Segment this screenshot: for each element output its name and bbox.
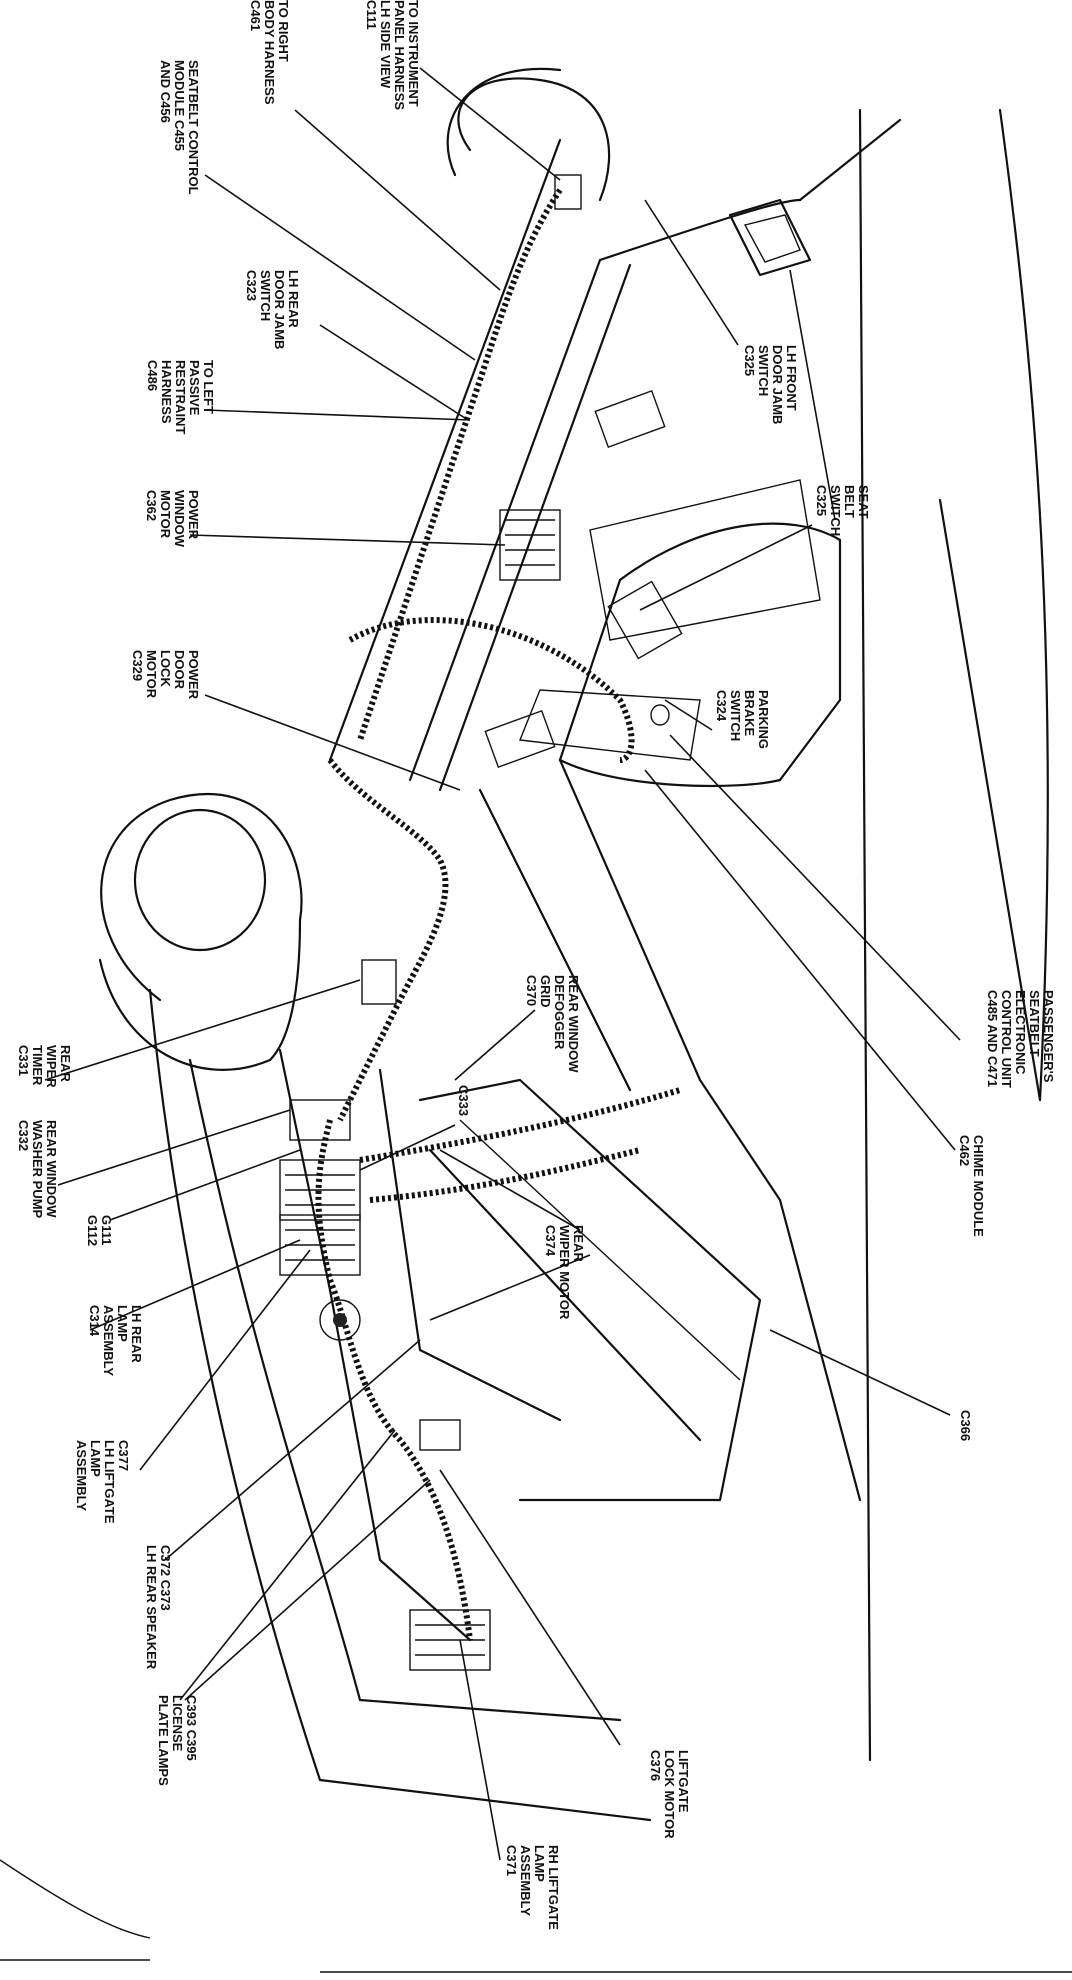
connector-c111 <box>554 174 582 210</box>
label-seat-belt-switch: SEAT BELT SWITCH C325 <box>814 485 871 537</box>
label-power-door-lock-motor: POWER DOOR LOCK MOTOR C329 <box>130 650 201 700</box>
label-g111-g112: G111 G112 <box>85 1215 114 1247</box>
rear-wiper-timer-shape <box>361 959 397 1005</box>
page-edge-marks <box>0 1859 1072 1973</box>
washer-pump-shape <box>289 1099 351 1141</box>
label-c372-c373-lh-rear-speaker: C372 C373 LH REAR SPEAKER <box>144 1545 173 1670</box>
license-lamp-shape <box>409 1609 491 1671</box>
label-license-plate-lamps: C393 C395 LICENSE PLATE LAMPS <box>156 1695 199 1786</box>
label-to-left-passive-restraint: TO LEFT PASSIVE RESTRAINT HARNESS C486 <box>145 360 216 435</box>
components <box>279 174 683 1671</box>
speaker-shape <box>319 1299 361 1341</box>
label-c366: C366 <box>958 1410 973 1442</box>
label-lh-rear-lamp-assembly: LH REAR LAMP ASSEMBLY C314 <box>87 1305 144 1377</box>
label-lh-front-door-jamb-switch: LH FRONT DOOR JAMB SWITCH C325 <box>742 345 799 425</box>
label-lh-rear-door-jamb-switch: LH REAR DOOR JAMB SWITCH C323 <box>244 270 301 350</box>
label-seatbelt-control-module: SEATBELT CONTROL MODULE C455 AND C456 <box>158 60 201 195</box>
lh-rear-lamp-lower-shape <box>279 1214 361 1276</box>
lh-rear-lamp-shape <box>279 1159 361 1221</box>
label-rear-wiper-motor: REAR WIPER MOTOR C374 <box>543 1225 586 1320</box>
label-c377-lh-liftgate-lamp: C377 LH LIFTGATE LAMP ASSEMBLY <box>74 1440 131 1524</box>
seatbelt-switch-shape <box>607 580 683 660</box>
label-liftgate-lock-motor: LIFTGATE LOCK MOTOR C376 <box>648 1750 691 1839</box>
label-rh-liftgate-lamp-assembly: RH LIFTGATE LAMP ASSEMBLY C371 <box>504 1845 561 1930</box>
label-to-right-body-harness: TO RIGHT BODY HARNESS C461 <box>248 0 291 105</box>
label-rear-window-washer-pump: REAR WINDOW WASHER PUMP C332 <box>16 1120 59 1219</box>
label-parking-brake-switch: PARKING BRAKE SWITCH C324 <box>714 690 771 749</box>
label-rear-wiper-timer: REAR WIPER TIMER C331 <box>16 1045 73 1088</box>
liftgate-lock-shape <box>419 1419 461 1451</box>
label-c333: C333 <box>456 1085 471 1117</box>
wiring-harness <box>315 188 681 1641</box>
parking-brake-shape <box>650 704 670 726</box>
label-chime-module: CHIME MODULE C462 <box>957 1135 986 1237</box>
label-power-window-motor: POWER WINDOW MOTOR C362 <box>144 490 201 548</box>
label-passengers-seatbelt-control-unit: PASSENGER'S SEATBELT ELECTRONIC CONTROL … <box>985 990 1056 1088</box>
leader-lines <box>44 67 961 1861</box>
vehicle-body-outline <box>98 67 1049 1822</box>
label-to-instrument-panel-harness: TO INSTRUMENT PANEL HARNESS LH SIDE VIEW… <box>364 0 421 111</box>
label-rear-window-defogger-grid: REAR WINDOW DEFOGGER GRID C370 <box>524 975 581 1073</box>
